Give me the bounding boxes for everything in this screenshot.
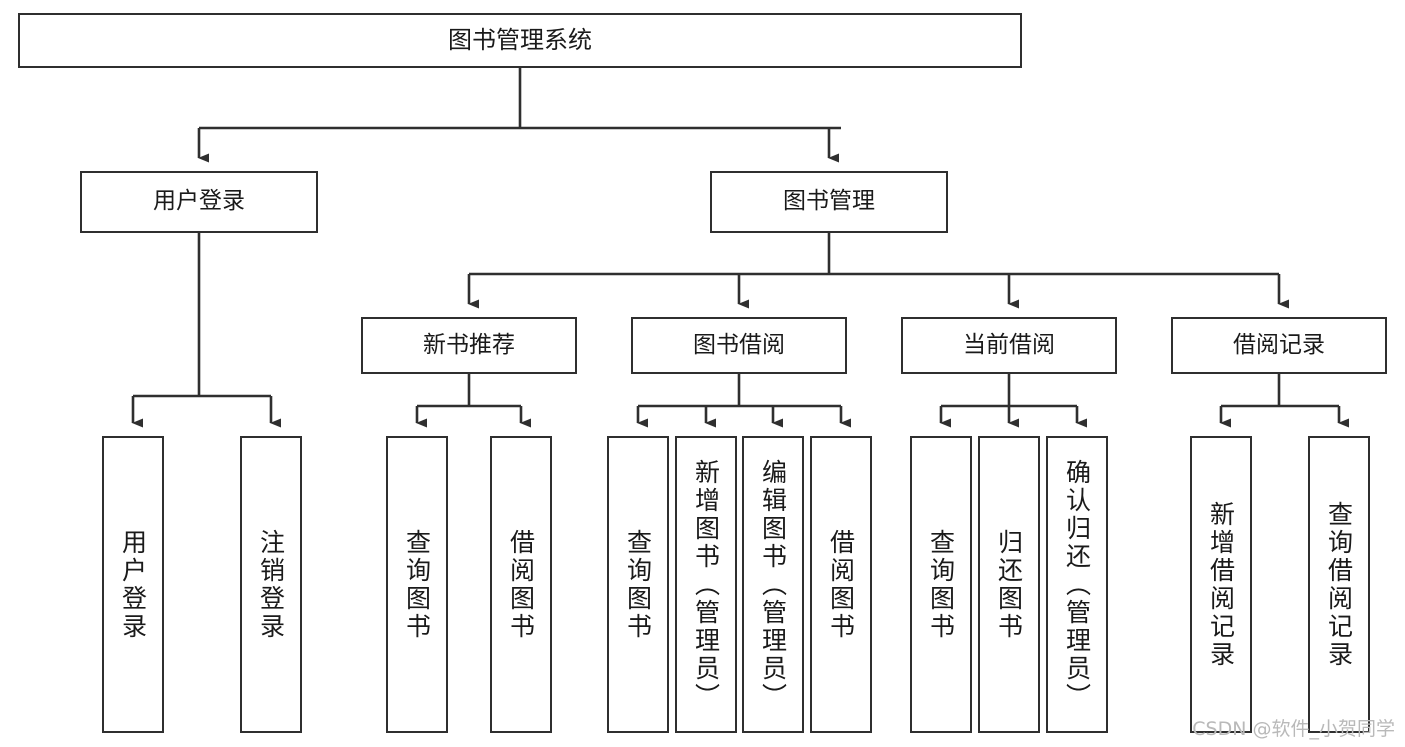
node-book-borrow[interactable]: 图书借阅 [631, 317, 847, 374]
leaf-book-borrow-query[interactable]: 查询图书 [607, 436, 669, 733]
node-label: 编辑图书（管理员） [758, 458, 788, 711]
leaf-current-borrow-confirm[interactable]: 确认归还（管理员） [1046, 436, 1108, 733]
node-label: 归还图书 [994, 528, 1024, 641]
node-borrow-record[interactable]: 借阅记录 [1171, 317, 1387, 374]
node-label: 借阅图书 [506, 528, 536, 641]
node-label: 查询图书 [402, 528, 432, 641]
node-label: 当前借阅 [963, 331, 1055, 358]
node-label: 图书借阅 [693, 331, 785, 358]
leaf-current-borrow-return[interactable]: 归还图书 [978, 436, 1040, 733]
leaf-borrow-record-query[interactable]: 查询借阅记录 [1308, 436, 1370, 733]
node-current-borrow[interactable]: 当前借阅 [901, 317, 1117, 374]
node-label: 查询借阅记录 [1324, 500, 1354, 669]
node-label: 图书管理 [783, 188, 875, 215]
node-label: 用户登录 [153, 188, 245, 215]
node-label: 注销登录 [256, 528, 286, 641]
node-label: 图书管理系统 [448, 26, 592, 55]
leaf-user-login-signout[interactable]: 注销登录 [240, 436, 302, 733]
node-new-book-recommend[interactable]: 新书推荐 [361, 317, 577, 374]
leaf-new-book-query[interactable]: 查询图书 [386, 436, 448, 733]
node-label: 借阅记录 [1233, 331, 1325, 358]
node-label: 查询图书 [926, 528, 956, 641]
node-root-system[interactable]: 图书管理系统 [18, 13, 1022, 68]
leaf-user-login-signin[interactable]: 用户登录 [102, 436, 164, 733]
node-label: 用户登录 [118, 528, 148, 641]
leaf-borrow-record-add[interactable]: 新增借阅记录 [1190, 436, 1252, 733]
node-label: 新增借阅记录 [1206, 500, 1236, 669]
leaf-new-book-borrow[interactable]: 借阅图书 [490, 436, 552, 733]
node-label: 查询图书 [623, 528, 653, 641]
node-label: 借阅图书 [826, 528, 856, 641]
node-label: 新书推荐 [423, 331, 515, 358]
leaf-book-borrow-lend[interactable]: 借阅图书 [810, 436, 872, 733]
node-user-login[interactable]: 用户登录 [80, 171, 318, 233]
node-label: 新增图书（管理员） [691, 458, 721, 711]
leaf-current-borrow-query[interactable]: 查询图书 [910, 436, 972, 733]
node-book-management[interactable]: 图书管理 [710, 171, 948, 233]
leaf-book-borrow-add[interactable]: 新增图书（管理员） [675, 436, 737, 733]
leaf-book-borrow-edit[interactable]: 编辑图书（管理员） [742, 436, 804, 733]
node-label: 确认归还（管理员） [1062, 458, 1092, 711]
